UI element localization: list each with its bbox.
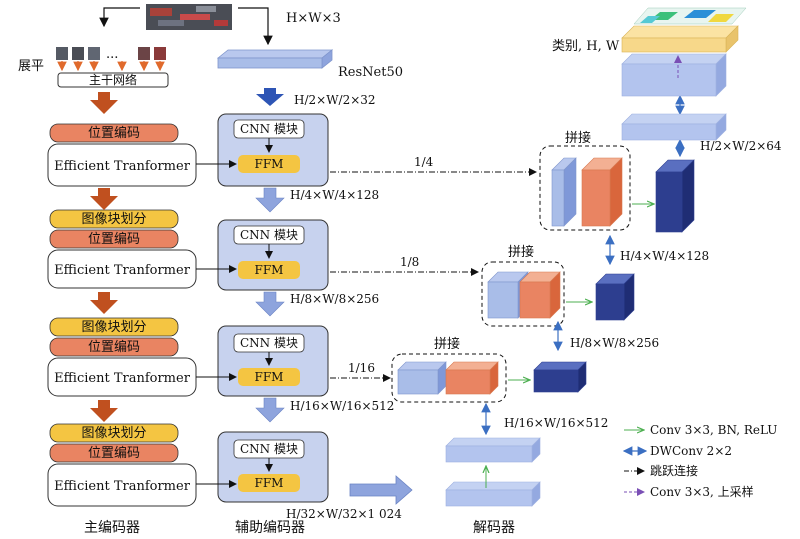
legend: Conv 3×3, BN, ReLU DWConv 2×2 跳跃连接 Conv … [622, 423, 777, 499]
decoder-dim-2: H/4×W/4×128 [620, 249, 709, 263]
ffm-label: FFM [255, 263, 284, 277]
ffm-label: FFM [255, 476, 284, 490]
aux-module-2: CNN 模块 FFM [217, 219, 329, 291]
main-encoder-stage-2: 图像块划分 位置编码 Efficient Tranformer [47, 209, 197, 289]
ffm-box [238, 474, 300, 492]
decoder-dim-4: H/16×W/16×512 [504, 416, 608, 430]
pos-encoding-label: 位置编码 [88, 340, 140, 355]
concat-label-2: 拼接 [508, 244, 534, 260]
transformer-box [47, 143, 197, 187]
concat-label-1: 拼接 [565, 130, 591, 146]
resnet-block [216, 49, 334, 69]
decoder-block-2 [595, 273, 635, 321]
patch-partition-label: 图像块划分 [81, 426, 146, 441]
main-down-arrows [90, 92, 118, 422]
skip-ratio-3: 1/16 [348, 361, 375, 375]
decoder-label: 解码器 [473, 520, 515, 536]
pos-encoding-box [49, 337, 179, 357]
output-layer-3 [621, 113, 727, 141]
ffm-box [238, 368, 300, 386]
aux-module-3: CNN 模块 FFM [217, 325, 329, 397]
decoder-dim-1: H/2×W/2×64 [700, 139, 782, 153]
transformer-label: Efficient Tranformer [54, 479, 191, 494]
ffm-box [238, 155, 300, 173]
main-encoder-label: 主编码器 [84, 520, 140, 536]
decoder-bottom-upper [445, 437, 541, 463]
aux-down-arrows [255, 187, 285, 423]
aux-dim-1: H/2×W/2×32 [294, 93, 376, 107]
aux-dim-2: H/4×W/4×128 [290, 188, 379, 202]
segmentation-map [633, 7, 747, 25]
class-output-label: 类别, H, W [552, 39, 620, 54]
aux-module-4: CNN 模块 FFM [217, 431, 329, 503]
patch-partition-box [49, 209, 179, 229]
flattened-patches [56, 47, 166, 60]
cnn-module-label: CNN 模块 [240, 442, 298, 456]
legend-label-2: DWConv 2×2 [650, 444, 732, 458]
flatten-label: 展平 [18, 59, 44, 74]
legend-label-3: 跳跃连接 [650, 463, 698, 478]
ffm-label: FFM [255, 370, 284, 384]
input-image [146, 4, 232, 30]
skip-connections [330, 168, 537, 382]
pos-encoding-label: 位置编码 [88, 126, 140, 141]
aux-encoder-label: 辅助编码器 [235, 520, 305, 536]
transformer-label: Efficient Tranformer [54, 371, 191, 386]
concat-label-3: 拼接 [434, 336, 460, 352]
backbone-label: 主干网络 [89, 72, 137, 87]
resnet-down-arrow [256, 88, 284, 106]
pos-encoding-box [49, 443, 179, 463]
decoder-dim-3: H/8×W/8×256 [570, 336, 659, 350]
main-encoder-stage-4: 图像块划分 位置编码 Efficient Tranformer [47, 423, 197, 507]
aux-dim-3: H/8×W/8×256 [290, 292, 379, 306]
backbone-box [57, 72, 169, 88]
patch-partition-label: 图像块划分 [81, 320, 146, 335]
transformer-label: Efficient Tranformer [54, 263, 191, 278]
concat-group-3 [391, 353, 507, 403]
aux-dim-5: H/32×W/32×1 024 [286, 507, 402, 521]
decoder-block-1 [655, 159, 695, 233]
patch-partition-box [49, 317, 179, 337]
input-size-label: H×W×3 [286, 11, 341, 26]
cnn-module-label: CNN 模块 [240, 336, 298, 350]
patch-partition-label: 图像块划分 [81, 212, 146, 227]
main-encoder-stage-1: 位置编码 Efficient Tranformer [47, 123, 197, 187]
concat-group-1 [539, 145, 631, 231]
aux-dim-4: H/16×W/16×512 [290, 399, 394, 413]
pos-encoding-label: 位置编码 [88, 232, 140, 247]
ffm-label: FFM [255, 157, 284, 171]
resnet-label: ResNet50 [338, 65, 403, 80]
ffm-box [238, 261, 300, 279]
patch-partition-box [49, 423, 179, 443]
dwconv-arrows [481, 94, 685, 436]
pos-encoding-label: 位置编码 [88, 446, 140, 461]
output-layer-2 [621, 53, 727, 97]
cnn-module-label: CNN 模块 [240, 122, 298, 136]
transformer-box [47, 463, 197, 507]
transformer-label: Efficient Tranformer [54, 159, 191, 174]
cnn-module-label: CNN 模块 [240, 228, 298, 242]
legend-label-1: Conv 3×3, BN, ReLU [650, 423, 777, 437]
legend-label-4: Conv 3×3, 上采样 [650, 484, 754, 499]
aux-module-1: CNN 模块 FFM [217, 113, 329, 187]
skip-ratio-1: 1/4 [414, 155, 434, 169]
skip-ratio-2: 1/8 [400, 255, 419, 269]
input-arrow-main [99, 7, 140, 28]
decoder-block-3 [533, 361, 587, 393]
patch-arrows [57, 61, 165, 72]
bottom-right-arrow [349, 475, 413, 505]
input-arrow-aux [238, 7, 273, 46]
decoder-bottom-lower [445, 481, 541, 507]
patch-ellipsis: ... [106, 47, 118, 62]
transformer-to-ffm-arrows [196, 160, 237, 488]
output-class-layer [621, 25, 739, 53]
main-encoder-stage-3: 图像块划分 位置编码 Efficient Tranformer [47, 317, 197, 397]
concat-group-2 [481, 261, 565, 327]
pos-encoding-box [49, 123, 179, 143]
pos-encoding-box [49, 229, 179, 249]
